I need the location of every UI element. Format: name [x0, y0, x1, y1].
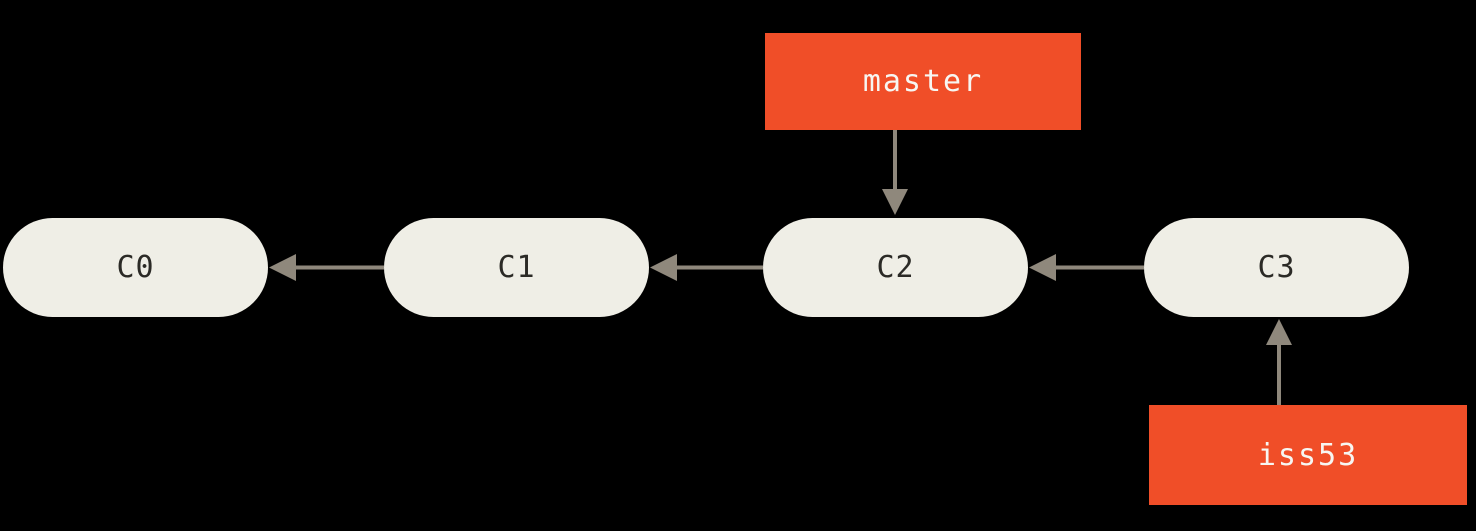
arrow-c2-to-c1	[650, 254, 763, 281]
arrow-master-to-c2	[882, 130, 908, 215]
arrow-iss53-to-c3	[1266, 319, 1292, 405]
branch-label-master: master	[765, 33, 1081, 130]
commit-node-c1: C1	[384, 218, 649, 317]
commit-node-c0: C0	[3, 218, 268, 317]
commit-node-c2: C2	[763, 218, 1028, 317]
branch-label-iss53: iss53	[1149, 405, 1467, 505]
arrow-c3-to-c2	[1029, 254, 1144, 281]
arrow-c1-to-c0	[269, 254, 384, 281]
commit-node-c3: C3	[1144, 218, 1409, 317]
